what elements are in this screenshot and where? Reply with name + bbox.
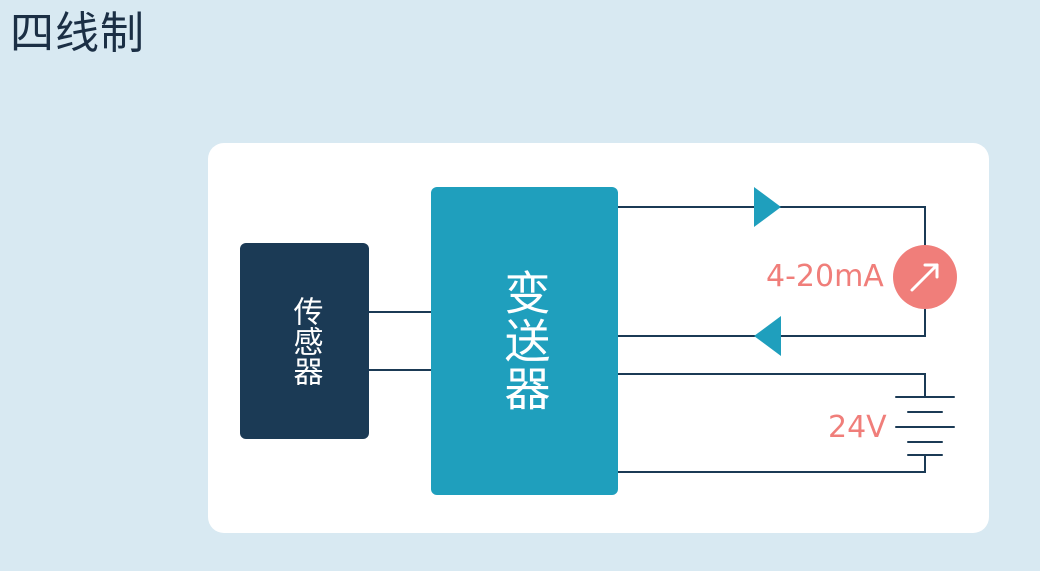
transmitter-block: 变送器	[431, 187, 618, 495]
current-out-arrow	[754, 187, 781, 227]
ammeter-icon	[893, 245, 957, 309]
voltage-label: 24V	[828, 410, 887, 445]
current-return-arrow	[754, 316, 781, 356]
current-loop-out-wire	[618, 206, 926, 248]
power-wire-top	[618, 373, 926, 397]
current-label: 4-20mA	[766, 259, 884, 294]
battery-icon	[895, 396, 955, 456]
current-loop-return-wire	[618, 306, 926, 337]
page-title: 四线制	[10, 8, 145, 59]
sensor-block: 传感器	[240, 243, 369, 439]
power-wire-bottom	[618, 455, 926, 473]
